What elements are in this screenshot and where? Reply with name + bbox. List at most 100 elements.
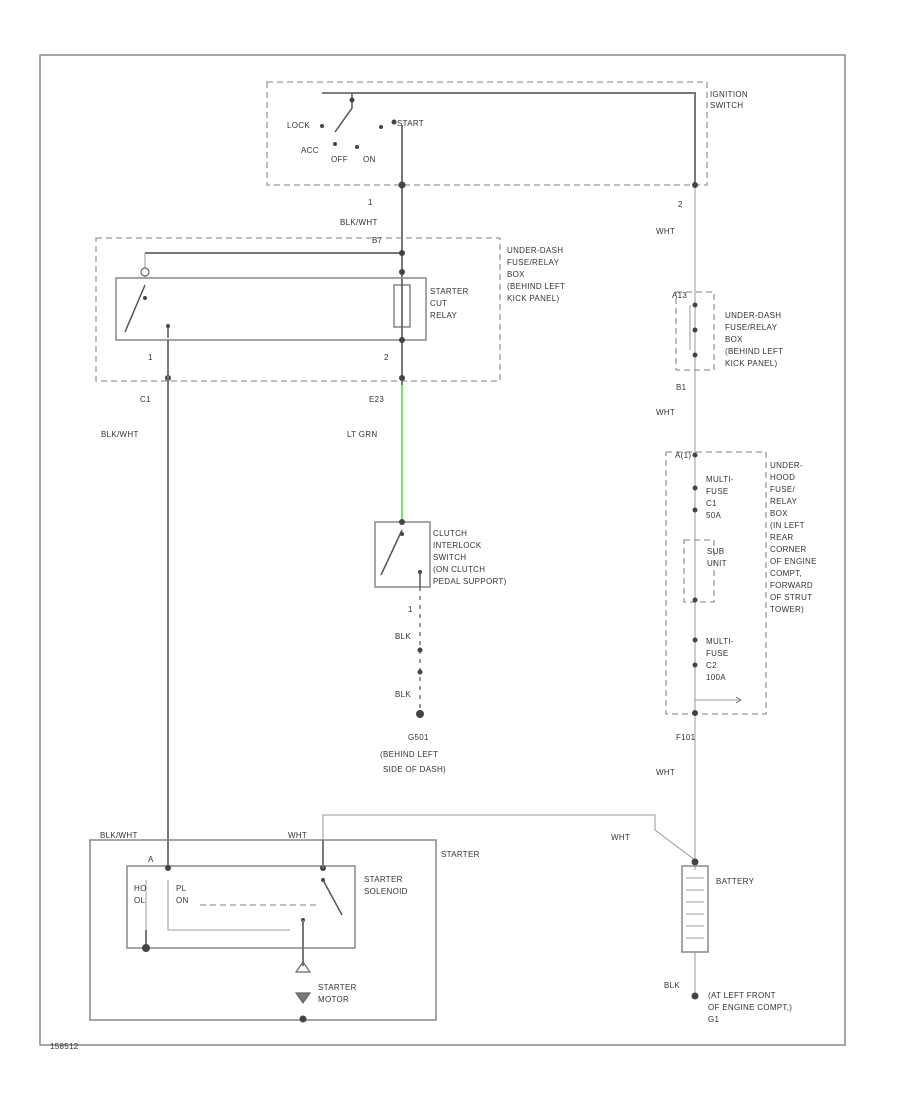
schematic-label: SOLENOID	[364, 887, 408, 896]
schematic-label: UNDER-DASH	[507, 246, 563, 255]
component-box	[266, 81, 708, 186]
component-box	[665, 451, 767, 715]
component-box	[675, 291, 715, 371]
connector-dot	[692, 662, 698, 668]
connector-dot	[398, 181, 406, 189]
schematic-label: 50A	[706, 511, 721, 520]
schematic-label: WHT	[611, 833, 630, 842]
connector-dot	[692, 182, 698, 188]
ignition-switch: IGNITION SWITCH LOCK ACC OFF ON START 1 …	[266, 81, 748, 209]
starter: STARTER BLK/WHT WHT STARTER SOLENOID A H…	[89, 831, 479, 1023]
schematic-label: (BEHIND LEFT	[380, 750, 438, 759]
schematic-label: WHT	[656, 408, 675, 417]
schematic-label: BOX	[507, 270, 525, 279]
schematic-label: UNIT	[707, 559, 727, 568]
connector-dot	[691, 992, 699, 1000]
connector-dot	[417, 647, 423, 653]
connector-dot	[166, 324, 170, 328]
schematic-label: (BEHIND LEFT	[725, 347, 783, 356]
schematic-label: OF ENGINE COMPT,)	[708, 1003, 792, 1012]
component-box	[681, 865, 709, 953]
schematic-label: (ON CLUTCH	[433, 565, 485, 574]
schematic-label: A13	[672, 291, 687, 300]
schematic-label: WHT	[656, 768, 675, 777]
schematic-label: BLK	[395, 690, 411, 699]
schematic-label: C2	[706, 661, 717, 670]
component-box	[115, 277, 427, 341]
schematic-label: LT GRN	[347, 430, 377, 439]
under-dash-fuse-box-right: A13 UNDER-DASH FUSE/RELAY BOX (BEHIND LE…	[672, 291, 783, 371]
schematic-label: HOOD	[770, 473, 795, 482]
starter-cut-relay: STARTER CUT RELAY 1 2	[115, 250, 468, 362]
schematic-label: BLK	[395, 632, 411, 641]
connector-dot	[299, 1015, 307, 1023]
schematic-label: HO	[134, 884, 147, 893]
connector-dot	[333, 142, 337, 146]
schematic-label: RELAY	[770, 497, 798, 506]
schematic-label: FORWARD	[770, 581, 813, 590]
schematic-label: UNDER-	[770, 461, 803, 470]
schematic-label: B7	[372, 236, 383, 245]
schematic-label: START	[397, 119, 424, 128]
schematic-label: G1	[708, 1015, 720, 1024]
schematic-label: A(1)	[675, 451, 691, 460]
wire	[294, 992, 312, 1005]
connector-dot	[355, 145, 359, 149]
schematic-label: TOWER)	[770, 605, 804, 614]
under-hood-fuse-relay-box: A(1) MULTI- FUSE C1 50A SUB UNIT MULTI- …	[665, 451, 817, 716]
schematic-label: BOX	[770, 509, 788, 518]
wire	[735, 696, 742, 704]
connector-dot	[320, 124, 324, 128]
schematic-label: REAR	[770, 533, 793, 542]
schematic-label: B1	[676, 383, 687, 392]
connector-dot	[692, 597, 698, 603]
schematic-label: SWITCH	[433, 553, 466, 562]
schematic-label: 1	[408, 605, 413, 614]
schematic-label: PEDAL SUPPORT)	[433, 577, 507, 586]
schematic-label: C1	[706, 499, 717, 508]
schematic-label: FUSE	[706, 487, 729, 496]
schematic-label: IGNITION	[710, 90, 748, 99]
schematic-label: MOTOR	[318, 995, 349, 1004]
schematic-label: SIDE OF DASH)	[383, 765, 446, 774]
schematic-label: UNDER-DASH	[725, 311, 781, 320]
connector-dot	[391, 119, 397, 125]
wire	[322, 92, 353, 133]
schematic-label: 1	[368, 198, 373, 207]
schematic-label: SUB	[707, 547, 724, 556]
schematic-label: FUSE/	[770, 485, 796, 494]
schematic-label: E23	[369, 395, 384, 404]
schematic-label: PL	[176, 884, 187, 893]
connector-dot	[400, 532, 404, 536]
schematic-label: OF ENGINE	[770, 557, 817, 566]
connector-dot	[399, 250, 405, 256]
battery: BATTERY BLK (AT LEFT FRONT OF ENGINE COM…	[664, 858, 792, 1024]
connector-dot	[399, 519, 405, 525]
wire	[322, 879, 343, 916]
schematic-label: SWITCH	[710, 101, 743, 110]
under-dash-fuse-relay-box: UNDER-DASH FUSE/RELAY BOX (BEHIND LEFT K…	[95, 237, 565, 382]
connector-dot	[692, 710, 698, 716]
schematic-label: BLK	[664, 981, 680, 990]
schematic-label: STARTER	[318, 983, 357, 992]
schematic-label: OL	[134, 896, 146, 905]
schematic-label: (IN LEFT	[770, 521, 805, 530]
connector-dot	[399, 375, 405, 381]
schematic-label: LOCK	[287, 121, 310, 130]
connector-dot	[399, 269, 405, 275]
connector-dot	[399, 337, 405, 343]
schematic-label: MULTI-	[706, 475, 734, 484]
schematic-label: 100A	[706, 673, 726, 682]
component-box	[683, 539, 715, 603]
schematic-label: MULTI-	[706, 637, 734, 646]
connector-dot	[692, 485, 698, 491]
connector-dot	[379, 125, 383, 129]
schematic-label: A	[148, 855, 154, 864]
schematic-label: FUSE/RELAY	[507, 258, 560, 267]
wire	[686, 877, 704, 939]
schematic-label: C1	[140, 395, 151, 404]
connector-dot	[349, 97, 355, 103]
schematic-label: 2	[678, 200, 683, 209]
schematic-label: CORNER	[770, 545, 806, 554]
wire	[124, 284, 146, 333]
